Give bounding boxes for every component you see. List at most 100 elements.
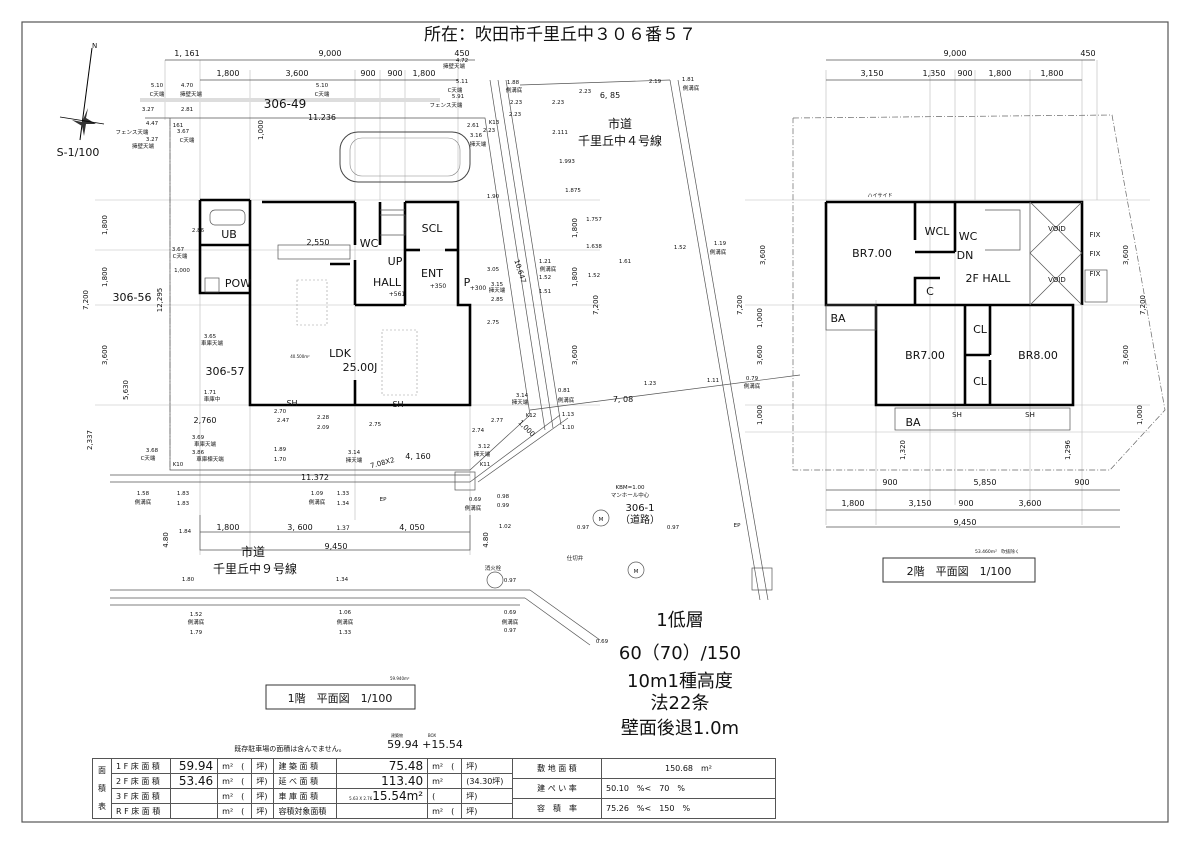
- elevation-label: 2.77: [491, 418, 504, 424]
- tsubo: (34.30坪): [461, 773, 513, 789]
- zoning-height: 10m1種高度: [627, 671, 733, 692]
- elevation-label: C天端: [173, 252, 188, 260]
- road-label: （道路）: [620, 513, 660, 526]
- site-area-label: 敷 地 面 積: [512, 758, 602, 779]
- elevation-label: 1.79: [190, 630, 203, 636]
- elevation-label: M: [599, 517, 604, 523]
- elevation-label: C天端: [448, 86, 463, 94]
- coverage-ratio-label: 建 ぺ い 率: [512, 778, 602, 799]
- table-row: 面積表 1 F 床 面 積 59.94 m² ( 坪) 建 築 面 積 75.4…: [92, 758, 513, 819]
- elevation-label: K11: [480, 462, 491, 468]
- dimension-label: 3,150: [861, 69, 884, 78]
- dimension-label: 2,760: [194, 416, 217, 425]
- road-label: 市道: [241, 544, 265, 559]
- dimension-label: 3,600: [1019, 499, 1042, 508]
- room-label: ENT: [421, 267, 443, 280]
- room-label: +300: [470, 285, 487, 292]
- dimension-label: 1,800: [842, 499, 865, 508]
- elevation-label: 2.75: [369, 422, 382, 428]
- dimension-label: 12,295: [156, 288, 164, 313]
- elevation-label: 1.638: [586, 244, 602, 250]
- garage-area: 15.54m²: [372, 789, 424, 803]
- elevation-label: 1.71: [204, 390, 216, 396]
- dimension-label: 1,800: [217, 523, 240, 532]
- room-label: SCL: [422, 222, 444, 235]
- elevation-label: フェンス天端: [430, 101, 463, 109]
- road-label: 千里丘中９号線: [213, 561, 297, 576]
- caption-box-2f: [882, 557, 1036, 583]
- dimension-label: 1,296: [1064, 439, 1072, 460]
- metric-value: [336, 803, 429, 819]
- elevation-label: 1.13: [562, 412, 575, 418]
- elevation-label: 1.33: [339, 630, 352, 636]
- metric-label: 建 築 面 積: [273, 758, 338, 774]
- elevation-label: 側溝底: [558, 396, 575, 404]
- elevation-label: 側溝底: [309, 498, 326, 506]
- area-note-1f: 59.940m²: [390, 676, 410, 681]
- elevation-label: 側溝底: [540, 265, 557, 273]
- dimension-label: 9,450: [325, 542, 348, 551]
- area-note-2f: 53.460m² 吹抜除く: [975, 548, 1019, 555]
- elevation-label: 0.79: [746, 376, 759, 382]
- elevation-label: 側溝底: [710, 248, 727, 256]
- walls-2f: [824, 200, 1108, 431]
- tsubo: 坪): [461, 803, 513, 819]
- elevation-label: 1.51: [539, 289, 551, 295]
- elevation-label: C天端: [315, 90, 330, 98]
- dimension-label: 1,000: [1136, 405, 1144, 425]
- dimension-label: 900: [958, 499, 973, 508]
- room-label: WC: [959, 230, 978, 243]
- elevation-label: 0.69: [596, 639, 609, 645]
- dimension-label: 3,600: [1122, 345, 1130, 365]
- dimension-label: 4.80: [162, 532, 170, 548]
- floor-area-ratio-value: 75.26 %< 150 %: [601, 798, 776, 819]
- room-label: HALL: [373, 276, 402, 289]
- unit: m² (: [217, 803, 253, 819]
- tsubo: 坪): [251, 788, 275, 804]
- room-label: WC: [360, 237, 379, 250]
- site-area-value: 150.68 m²: [601, 758, 776, 779]
- elevation-label: 1.88: [507, 80, 520, 86]
- table-row: 3 F 床 面 積 m² ( 坪) 車 庫 面 積 5.63 X 2.7615.…: [93, 788, 513, 804]
- dimension-label: 4.80: [482, 532, 490, 548]
- room-label: 2F HALL: [966, 272, 1012, 285]
- floor-area: [169, 803, 219, 819]
- elevation-label: 5.11: [456, 79, 468, 85]
- elevation-label: 擁天端: [512, 398, 529, 406]
- building-label: 建築物: [391, 732, 403, 738]
- elevation-label: 3.27: [142, 107, 155, 113]
- drawing-frame: [21, 21, 1169, 823]
- elevation-label: 4.47: [146, 121, 159, 127]
- dimension-label: 1, 161: [174, 49, 199, 58]
- elevation-label: 1.84: [179, 529, 192, 535]
- room-label: CL: [973, 375, 988, 388]
- room-label: 25.00J: [343, 361, 378, 374]
- elevation-label: 車庫天端: [194, 440, 217, 448]
- walls-1f: [198, 198, 472, 407]
- elevation-label: 1.993: [559, 159, 575, 165]
- elevation-label: 仕切弁: [567, 554, 584, 562]
- road-label: 市道: [608, 116, 632, 131]
- elevation-label: 5.10: [151, 83, 164, 89]
- elevation-label: 擁天端: [489, 286, 506, 294]
- lot-number: 306-49: [264, 97, 307, 111]
- dimension-label: 3,600: [101, 345, 109, 365]
- dimension-label: 7,200: [1139, 295, 1147, 315]
- elevation-label: 1.80: [182, 577, 195, 583]
- elevation-label: 1.19: [714, 241, 727, 247]
- room-label: SH: [286, 399, 297, 408]
- elevation-label: M: [634, 569, 639, 575]
- dimension-label: 3,600: [286, 69, 309, 78]
- elevation-label: 3.67: [172, 247, 185, 253]
- dimension-label: 1,800: [413, 69, 436, 78]
- zoning-district: 1低層: [656, 610, 704, 631]
- site-2f: [745, 59, 1166, 528]
- elevation-label: 1.52: [190, 612, 202, 618]
- parked-car-outline: [339, 131, 471, 183]
- dimension-label: 1,800: [571, 267, 579, 287]
- dimension-label: 1,000: [756, 405, 764, 425]
- road-label: 千里丘中４号線: [578, 133, 662, 148]
- room-label: SH: [952, 411, 962, 419]
